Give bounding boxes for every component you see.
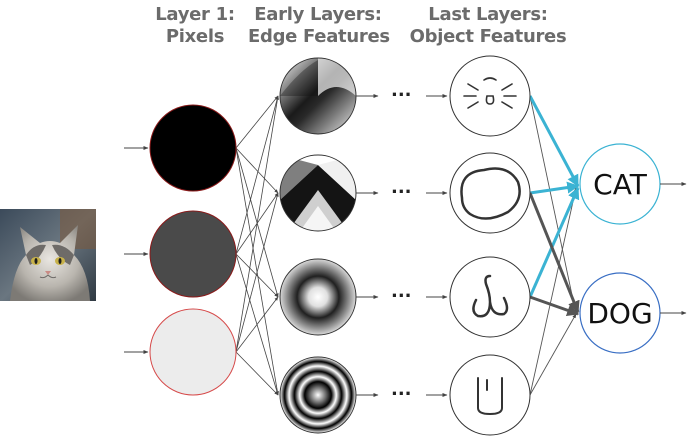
output-arrows bbox=[660, 182, 687, 315]
edge-feature-node-4 bbox=[279, 356, 357, 434]
output-label-cat: CAT bbox=[593, 168, 648, 201]
layer1-heading-line1: Layer 1: bbox=[155, 4, 235, 25]
input-arrows bbox=[124, 146, 149, 354]
object-feature-node-hook-shape bbox=[449, 256, 531, 338]
edge-feature-node-1 bbox=[279, 57, 357, 135]
last-layers-heading-line1: Last Layers: bbox=[428, 4, 548, 25]
ellipsis-1: ... bbox=[391, 80, 412, 101]
object-feature-node-head-shape bbox=[449, 152, 531, 234]
last-layers-heading-line2: Object Features bbox=[409, 26, 567, 47]
object-to-output-connections bbox=[528, 95, 580, 396]
ellipsis-3: ... bbox=[391, 281, 412, 302]
pixel-to-edge-connections bbox=[235, 95, 279, 396]
layer1-heading: Layer 1: Pixels bbox=[140, 4, 250, 48]
early-layers-heading-line1: Early Layers: bbox=[254, 4, 382, 25]
early-layers-heading-line2: Edge Features bbox=[248, 26, 390, 47]
layer1-heading-line2: Pixels bbox=[165, 26, 225, 47]
output-node-cat: CAT bbox=[579, 143, 661, 225]
pixel-node-2 bbox=[149, 210, 237, 298]
edge-feature-node-3 bbox=[279, 258, 357, 336]
ellipsis-4: ... bbox=[391, 379, 412, 400]
edge-feature-node-2 bbox=[279, 154, 357, 232]
pixel-node-3 bbox=[149, 308, 237, 396]
early-layers-heading: Early Layers: Edge Features bbox=[248, 4, 390, 48]
output-label-dog: DOG bbox=[587, 297, 652, 330]
output-node-dog: DOG bbox=[579, 272, 661, 354]
object-feature-node-u-shape bbox=[449, 354, 531, 436]
ellipsis-2: ... bbox=[391, 177, 412, 198]
pixel-node-1 bbox=[149, 104, 237, 192]
cat-photo bbox=[0, 209, 96, 301]
last-layers-heading: Last Layers: Object Features bbox=[408, 4, 568, 48]
edge-output-arrows bbox=[356, 94, 379, 397]
object-feature-node-whiskers bbox=[449, 55, 531, 137]
last-input-arrows bbox=[426, 94, 448, 397]
